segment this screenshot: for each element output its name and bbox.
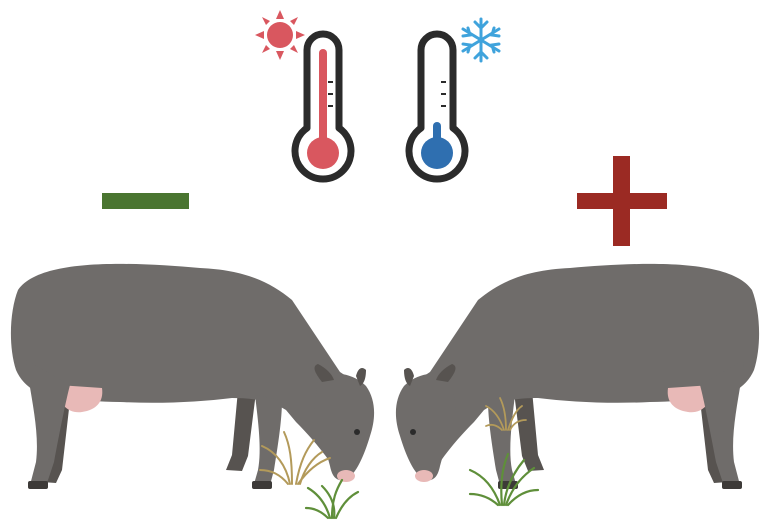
thermometer-hot-icon	[295, 34, 351, 179]
sun-icon	[255, 10, 305, 60]
cow-right	[396, 264, 759, 489]
grass-green-left	[306, 480, 358, 518]
cow-left	[11, 264, 374, 489]
snowflake-icon	[463, 19, 499, 61]
plus-sign-icon	[577, 156, 667, 246]
thermometer-cold-icon	[409, 34, 465, 179]
minus-sign-icon	[102, 193, 189, 209]
